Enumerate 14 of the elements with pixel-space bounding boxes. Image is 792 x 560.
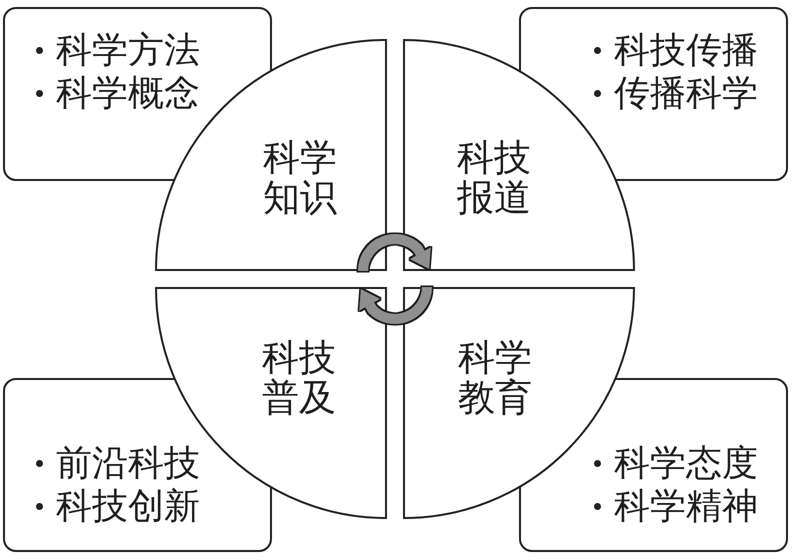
list-item-text: 科技传播 xyxy=(614,29,758,72)
curved-arrow xyxy=(359,286,432,324)
segment-label: 科学教育 xyxy=(457,338,533,418)
list-item-text: 科学方法 xyxy=(56,29,200,72)
list-item-text: 科学态度 xyxy=(614,442,758,485)
list-item-text: 科学概念 xyxy=(56,72,200,115)
curved-arrow xyxy=(358,234,431,272)
list-item-text: 前沿科技 xyxy=(56,442,200,485)
list-item-text: 科学精神 xyxy=(614,485,758,528)
segment-label: 科学知识 xyxy=(262,138,338,218)
segment-label: 科技报道 xyxy=(456,138,532,218)
segment-label: 科技普及 xyxy=(261,338,337,418)
list-item-text: 科技创新 xyxy=(56,485,200,528)
list-item-text: 传播科学 xyxy=(614,72,758,115)
